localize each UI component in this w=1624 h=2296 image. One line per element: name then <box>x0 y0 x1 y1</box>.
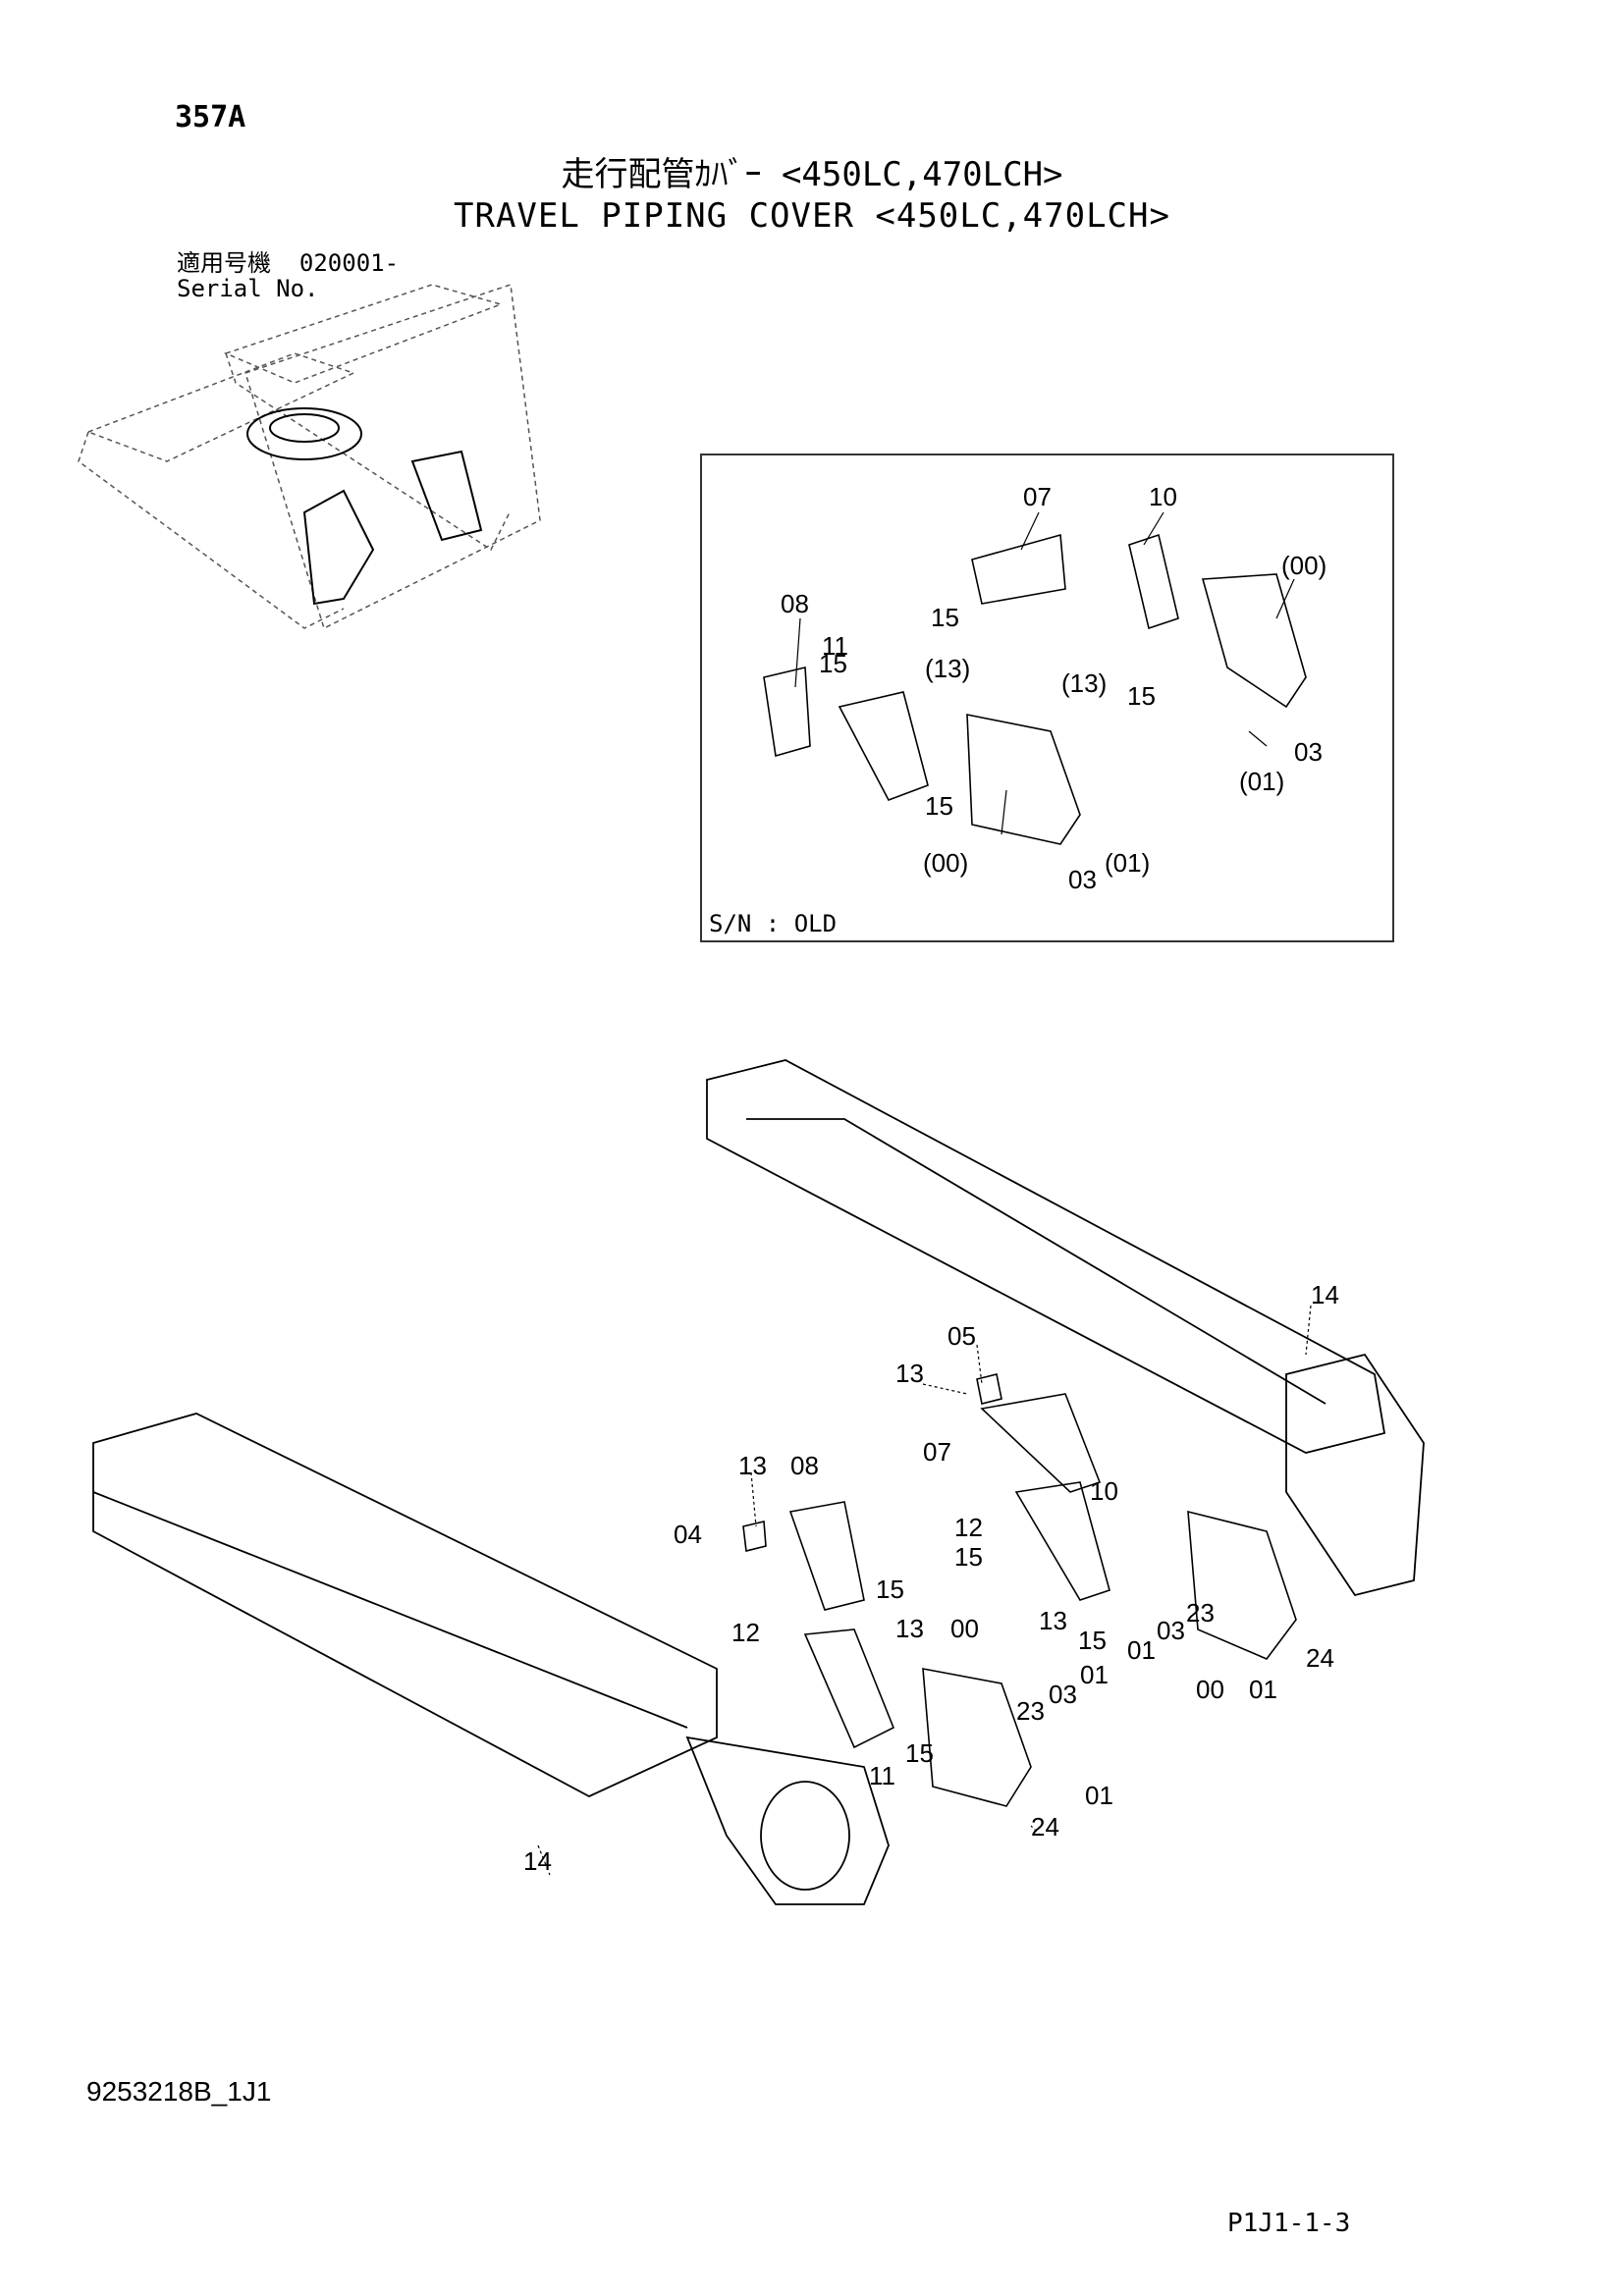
serial-label-jp: 適用号機 <box>177 249 271 277</box>
main-labels: 14 05 13 07 13 08 04 10 12 15 15 12 13 0… <box>523 1280 1339 1876</box>
inset-label: 07 <box>1023 482 1052 511</box>
inset-label: (13) <box>925 654 970 683</box>
main-label: 00 <box>950 1614 979 1643</box>
main-label: 01 <box>1249 1675 1277 1704</box>
main-label: 15 <box>876 1575 904 1604</box>
inset-label: (00) <box>923 848 968 878</box>
main-leaders <box>537 1305 1312 1876</box>
inset-labels: 07 10 (00) 08 15 11 (13) 15 (13) 15 03 (… <box>781 482 1326 894</box>
serial-block: 適用号機 020001- Serial No. <box>177 250 399 301</box>
main-label: 07 <box>923 1437 951 1467</box>
page-id: 357A <box>175 100 246 134</box>
thumbnail-solid <box>246 407 483 606</box>
inset-label: 15 <box>1127 681 1156 711</box>
drawing-number: 9253218B_1J1 <box>86 2076 272 2107</box>
inset-leaders <box>794 511 1295 835</box>
inset-label: 03 <box>1068 865 1097 894</box>
inset-label: (01) <box>1239 767 1284 796</box>
inset-label: (13) <box>1061 668 1107 698</box>
inset-label: 03 <box>1294 737 1323 767</box>
thumbnail-undercarriage <box>78 283 541 630</box>
main-label: 13 <box>895 1614 924 1643</box>
main-label: 13 <box>1039 1606 1067 1635</box>
title-english: TRAVEL PIPING COVER <450LC,470LCH> <box>454 196 1170 236</box>
inset-label: 11 <box>822 631 848 661</box>
main-label: 14 <box>523 1846 552 1876</box>
main-label: 01 <box>1127 1635 1156 1665</box>
main-label: 01 <box>1085 1781 1113 1810</box>
main-label: 11 <box>869 1761 895 1790</box>
inset-label: 10 <box>1149 482 1177 511</box>
main-label: 23 <box>1186 1598 1215 1628</box>
main-label: 12 <box>731 1618 760 1647</box>
main-label: 24 <box>1031 1812 1059 1842</box>
main-label: 13 <box>895 1359 924 1388</box>
inset-frame <box>700 454 1394 942</box>
main-label: 05 <box>947 1321 976 1351</box>
main-label: 03 <box>1157 1616 1185 1645</box>
main-label: 12 <box>954 1513 983 1542</box>
main-label: 04 <box>674 1520 702 1549</box>
main-label: 23 <box>1016 1696 1045 1726</box>
serial-label-en: Serial No. <box>177 275 319 302</box>
serial-value: 020001- <box>298 249 400 277</box>
page-number: P1J1-1-3 <box>1227 2209 1351 2238</box>
main-label: 15 <box>954 1542 983 1572</box>
title-japanese: 走行配管ｶﾊﾞｰ <450LC,470LCH> <box>561 155 1063 194</box>
main-label: 24 <box>1306 1643 1334 1673</box>
main-label: 01 <box>1080 1660 1109 1689</box>
inset-label: (01) <box>1105 848 1150 878</box>
main-label: 08 <box>790 1451 819 1480</box>
inset-label: 15 <box>925 791 953 821</box>
inset-label: 08 <box>781 589 809 618</box>
inset-label: 15 <box>819 649 847 678</box>
main-label: 00 <box>1196 1675 1224 1704</box>
inset-label: (00) <box>1281 551 1326 580</box>
inset-label: 15 <box>931 603 959 632</box>
inset-caption: S/N : OLD <box>709 910 838 937</box>
main-parts <box>742 1373 1297 1807</box>
main-label: 03 <box>1049 1680 1077 1709</box>
main-label: 14 <box>1311 1280 1339 1309</box>
main-frame <box>92 1059 1425 1905</box>
main-label: 13 <box>738 1451 767 1480</box>
inset-parts <box>763 533 1307 845</box>
main-label: 15 <box>905 1738 934 1768</box>
main-label: 15 <box>1078 1626 1107 1655</box>
main-label: 10 <box>1090 1476 1118 1506</box>
